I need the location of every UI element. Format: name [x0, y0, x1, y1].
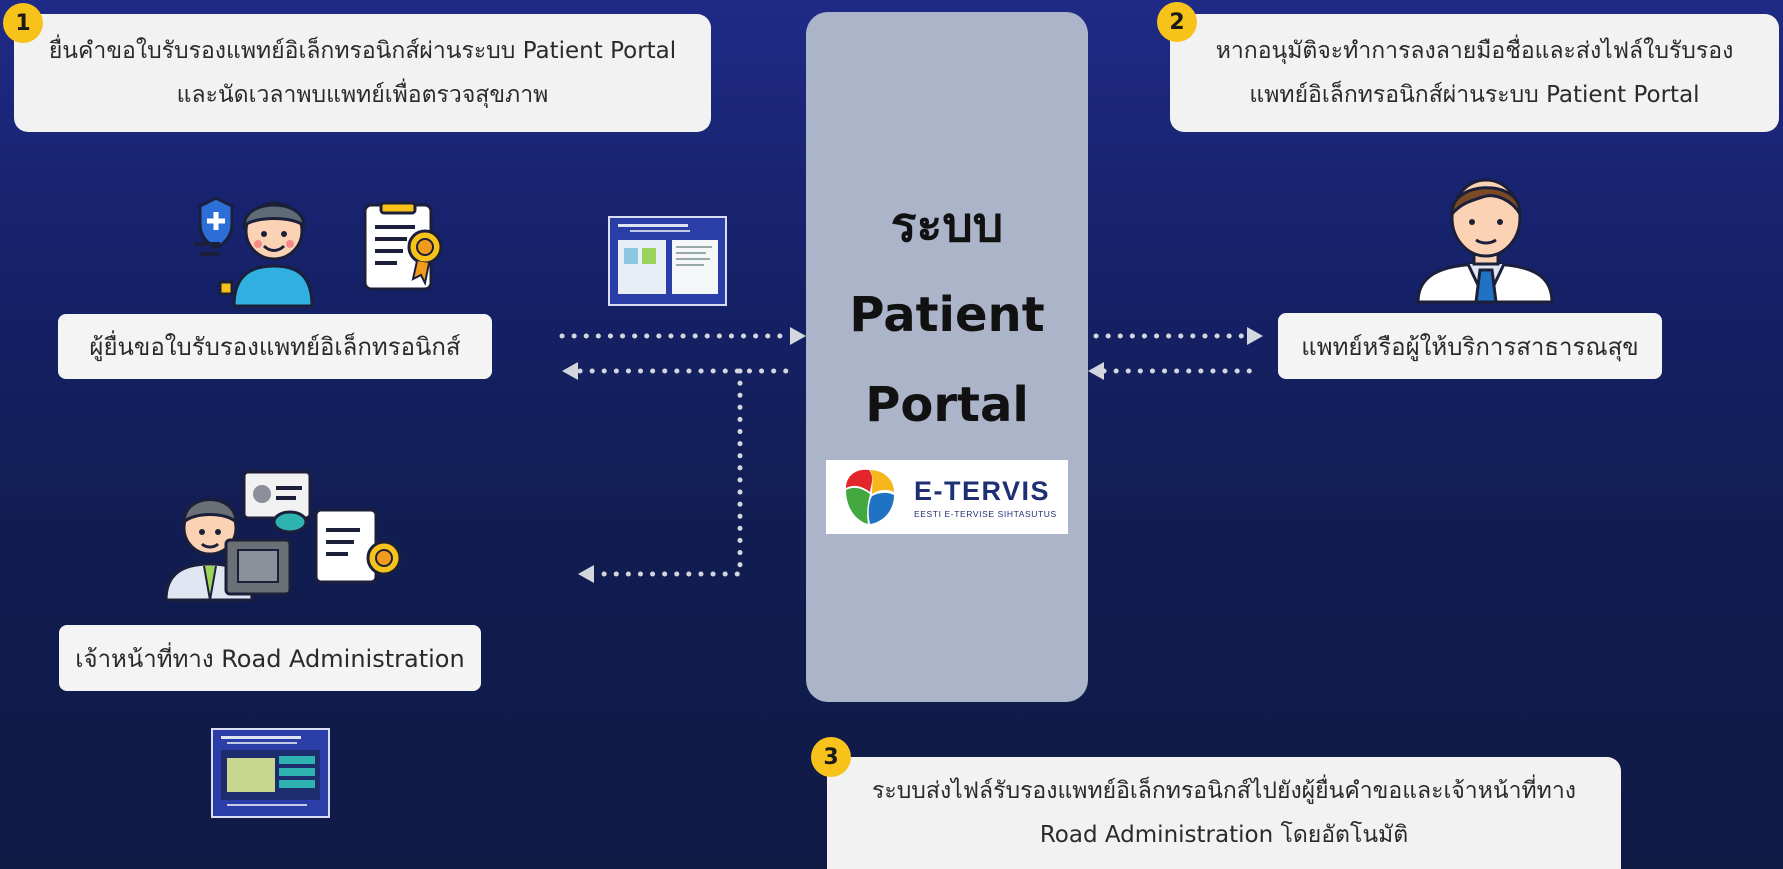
- step-2-text: หากอนุมัติจะทำการลงลายมือชื่อและส่งไฟล์ใ…: [1215, 38, 1734, 108]
- patient-portal-title: ระบบ Patient Portal: [849, 197, 1045, 433]
- arrowhead-right-2: [1247, 327, 1263, 345]
- step-1-box: ยื่นคำขอใบรับรองแพทย์อิเล็กทรอนิกส์ผ่านร…: [14, 14, 711, 132]
- step-2-badge: 2: [1157, 2, 1197, 42]
- step-1-badge: 1: [3, 3, 43, 43]
- officer-label: เจ้าหน้าที่ทาง Road Administration: [59, 625, 481, 691]
- doctor-label: แพทย์หรือผู้ให้บริการสาธารณสุข: [1278, 313, 1662, 379]
- step-3-badge: 3: [811, 737, 851, 777]
- document-thumbnail-top: [608, 216, 727, 306]
- e-tervis-logo: E-TERVIS EESTI E-TERVISE SIHTASUTUS: [826, 460, 1068, 534]
- step-1-text: ยื่นคำขอใบรับรองแพทย์อิเล็กทรอนิกส์ผ่านร…: [48, 38, 677, 108]
- arrowhead-right-1: [790, 327, 806, 345]
- e-tervis-logo-subtext: EESTI E-TERVISE SIHTASUTUS: [914, 508, 1057, 519]
- e-tervis-logo-text: E-TERVIS: [914, 475, 1051, 506]
- e-tervis-logo-icon: [846, 469, 894, 524]
- applicant-label: ผู้ยื่นขอใบรับรองแพทย์อิเล็กทรอนิกส์: [58, 314, 492, 379]
- arrowhead-left-3: [578, 565, 594, 583]
- arrow-portal-to-officer-line: [597, 368, 743, 577]
- step-2-box: หากอนุมัติจะทำการลงลายมือชื่อและส่งไฟล์ใ…: [1170, 14, 1779, 132]
- arrowhead-left-1: [562, 362, 578, 380]
- step-3-box: ระบบส่งไฟล์รับรองแพทย์อิเล็กทรอนิกส์ไปยั…: [827, 757, 1621, 869]
- patient-portal-panel: [806, 12, 1088, 702]
- arrowhead-left-2: [1088, 362, 1104, 380]
- step-3-text: ระบบส่งไฟล์รับรองแพทย์อิเล็กทรอนิกส์ไปยั…: [872, 778, 1576, 848]
- officer-label-text: เจ้าหน้าที่ทาง Road Administration: [75, 644, 465, 673]
- applicant-label-text: ผู้ยื่นขอใบรับรองแพทย์อิเล็กทรอนิกส์: [89, 333, 461, 361]
- doctor-label-text: แพทย์หรือผู้ให้บริการสาธารณสุข: [1301, 332, 1639, 361]
- document-thumbnail-bottom: [211, 728, 330, 818]
